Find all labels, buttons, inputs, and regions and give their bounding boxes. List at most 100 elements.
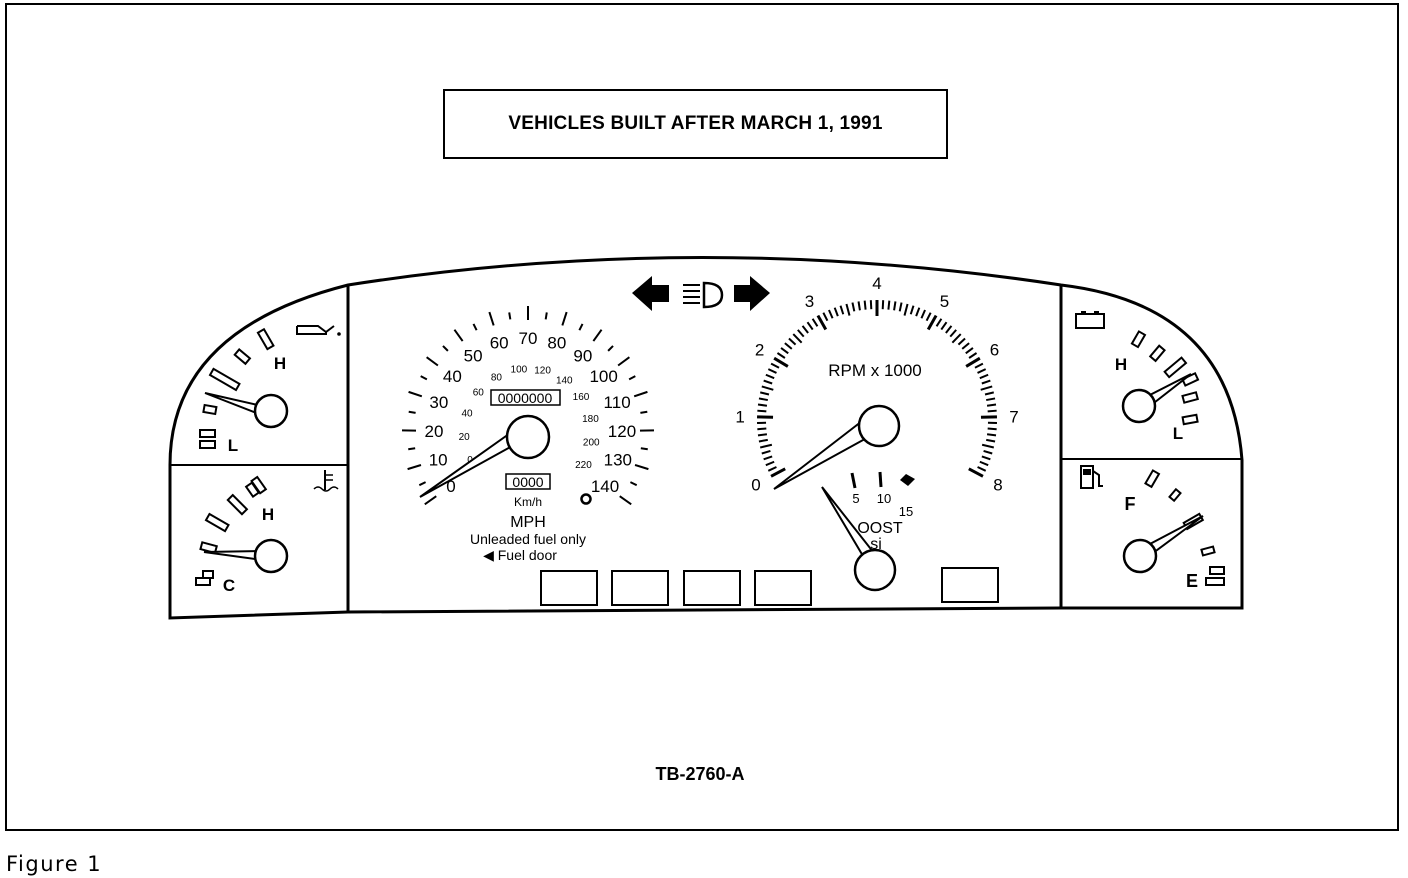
tachometer-tick [828,309,834,319]
warning-lamp-box [683,570,741,606]
speedometer-tick [628,375,636,381]
odometer-box [490,389,561,406]
figure-frame [5,3,1399,831]
tachometer-label: 5 [940,292,949,311]
speedometer-kmh-label: 40 [461,409,473,420]
speedometer-tick [640,410,648,414]
gauge-mark [1205,577,1225,586]
title-box: VEHICLES BUILT AFTER MARCH 1, 1991 [443,89,948,159]
tachometer-tick [816,314,828,331]
mph-unit-label: MPH [510,514,546,531]
tachometer-tick [839,305,845,315]
gauge-mark [204,512,230,533]
tachometer-label: 4 [872,274,881,293]
boost-high-zone [900,474,915,486]
speedometer-kmh-label: 60 [473,388,485,399]
tachometer-tick [763,455,773,461]
speedometer-tick [634,464,649,471]
left-turn-arrow-icon [632,276,669,311]
tachometer-tick [767,368,777,374]
boost-label-5: 5 [852,491,859,506]
warning-lamp-box [611,570,669,606]
tachometer-tick [792,333,803,344]
tachometer-tick [979,460,989,467]
tachometer-tick [773,356,789,368]
tachometer-tick [788,337,797,346]
diagram-code: TB-2760-A [655,764,745,784]
tachometer-tick [968,467,984,478]
tachometer-tick [986,438,996,443]
speedometer-kmh-label: 160 [573,392,590,403]
tachometer-tick [765,460,775,467]
speedometer-tick [420,375,428,381]
tachometer-tick [957,337,966,346]
unleaded-fuel-note: Unleaded fuel only [470,531,586,547]
boost-tick [878,471,883,488]
tachometer-tick [986,433,997,437]
tachometer-tick [986,397,996,402]
tachometer-tick [935,318,943,327]
boost-label-15: 15 [899,504,913,519]
tachometer-tick [983,450,993,455]
speedometer-mph-label: 110 [604,393,631,412]
trip-reset-knob [580,493,592,505]
oil-high-label: H [274,354,286,373]
gauge-mark [1163,356,1188,379]
tachometer-tick [797,329,805,338]
speedometer-mph-label: 80 [547,334,566,353]
tachometer-tick [822,312,829,322]
figure-title: VEHICLES BUILT AFTER MARCH 1, 1991 [508,113,883,134]
tachometer-hub [857,404,901,448]
gauge-mark [202,403,218,416]
speedometer-kmh-label: 120 [534,366,551,377]
tachometer-tick [767,466,777,472]
tachometer-tick [887,300,891,310]
warning-lamp-row [540,567,999,606]
trip-odometer-digits: 0000 [512,474,543,490]
tachometer-tick [776,352,786,359]
gauge-mark [1130,330,1147,349]
tachometer-tick [863,300,867,310]
speedometer-mph-label: 130 [604,451,632,470]
tachometer-tick [965,356,981,368]
boost-caption: OOST [857,520,903,537]
speedometer-tick [619,495,632,506]
kmh-unit-label: Km/h [514,495,542,509]
speedometer-tick [424,495,437,506]
tachometer-tick [851,302,856,312]
right-turn-arrow-icon [734,276,770,311]
tachometer-tick [811,318,819,327]
boost-unit: si [870,536,882,553]
speedometer-tick [617,356,630,367]
gauge-mark [233,348,252,366]
speedometer-kmh-label: 80 [491,372,503,383]
tachometer-tick [898,302,903,312]
tachometer-ticks [757,300,997,478]
tachometer-tick [757,403,768,407]
coolant-temp-icon [313,470,339,492]
speedometer-tick [592,329,603,342]
tachometer-tick [968,352,978,359]
speedometer-mph-label: 140 [591,477,619,496]
tachometer-tick [801,325,809,334]
speedometer-tick [633,390,648,398]
tachometer-tick [984,391,995,396]
tachometer-tick [965,347,974,355]
tachometer-tick [780,347,789,355]
tachometer-tick [759,443,773,449]
speedometer-ticks [401,306,655,506]
warning-lamp-box [754,570,812,606]
tachometer-label: 6 [990,340,999,359]
speedometer-tick [453,329,464,342]
tachometer-tick [977,466,987,472]
gauge-mark [226,493,249,516]
boost-tick [850,472,857,489]
tachometer-tick [770,467,786,478]
boost-hub [853,548,897,592]
speedometer-tick [561,311,568,326]
gauge-mark [1144,469,1161,489]
speedometer-kmh-label: 140 [556,375,573,386]
speedometer-mph-label: 50 [464,347,483,366]
